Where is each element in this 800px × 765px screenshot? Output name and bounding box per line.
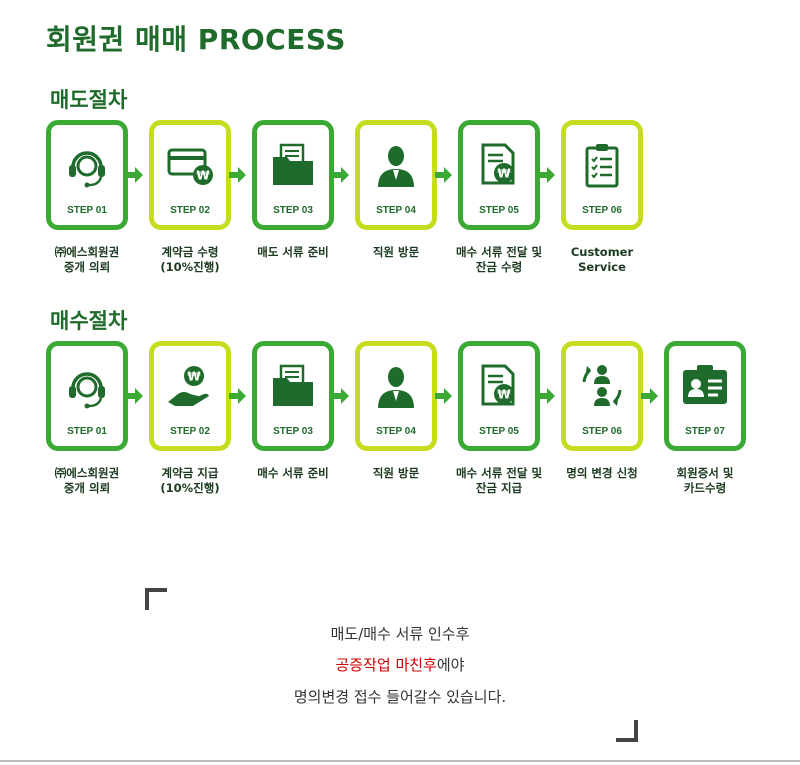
buy-step-card-1: STEP 01	[46, 341, 128, 451]
step-number: STEP 06	[582, 205, 622, 216]
buy-step-card-3: STEP 03	[252, 341, 334, 451]
page-title: 회원권 매매 PROCESS	[46, 23, 346, 56]
folder-documents-icon	[269, 362, 317, 410]
sell-step-label-6: Customer Service	[570, 245, 634, 274]
sell-step-label-2: 계약금 수령 (10%진행)	[160, 245, 220, 274]
step-number: STEP 05	[479, 205, 519, 216]
buy-step-label-5: 매수 서류 전달 및 잔금 지급	[455, 466, 543, 495]
corner-bracket-top-left	[145, 588, 167, 610]
notice-line-3: 명의변경 접수 들어갈수 있습니다.	[293, 688, 507, 706]
bottom-divider	[0, 760, 800, 762]
step-number: STEP 03	[273, 426, 313, 437]
notice-line-1: 매도/매수 서류 인수후	[330, 625, 470, 643]
sell-step-label-3: 매도 서류 준비	[257, 245, 329, 259]
buy-step-card-6: STEP 06	[561, 341, 643, 451]
step-number: STEP 05	[479, 426, 519, 437]
arrow-right-icon	[433, 165, 453, 185]
buy-step-card-2: ₩ STEP 02	[149, 341, 231, 451]
arrow-right-icon	[639, 386, 659, 406]
step-number: STEP 01	[67, 205, 107, 216]
step-number: STEP 03	[273, 205, 313, 216]
sell-step-card-2: ₩ STEP 02	[149, 120, 231, 230]
sell-step-label-4: 직원 방문	[372, 245, 420, 259]
notice-line-2: 공증작업 마친후에야	[0, 654, 800, 675]
sell-step-card-4: STEP 04	[355, 120, 437, 230]
staff-person-icon	[372, 141, 420, 189]
buy-step-label-2: 계약금 지급 (10%진행)	[160, 466, 220, 495]
step-number: STEP 04	[376, 426, 416, 437]
arrow-right-icon	[227, 386, 247, 406]
hand-coin-icon: ₩	[166, 362, 214, 410]
arrow-right-icon	[536, 165, 556, 185]
arrow-right-icon	[330, 386, 350, 406]
corner-bracket-bottom-right	[616, 720, 638, 742]
people-exchange-icon	[578, 362, 626, 410]
buy-step-card-5: ₩ STEP 05	[458, 341, 540, 451]
step-number: STEP 06	[582, 426, 622, 437]
arrow-right-icon	[330, 165, 350, 185]
headset-icon	[63, 141, 111, 189]
svg-text:₩: ₩	[497, 388, 511, 402]
buy-step-label-4: 직원 방문	[372, 466, 420, 480]
step-number: STEP 02	[170, 205, 210, 216]
sell-section-heading: 매도절차	[50, 88, 128, 112]
arrow-right-icon	[536, 386, 556, 406]
arrow-right-icon	[227, 165, 247, 185]
buy-section-heading: 매수절차	[50, 309, 128, 333]
sell-step-card-3: STEP 03	[252, 120, 334, 230]
step-number: STEP 07	[685, 426, 725, 437]
buy-step-card-4: STEP 04	[355, 341, 437, 451]
buy-step-card-7: STEP 07	[664, 341, 746, 451]
buy-step-label-1: ㈜에스회원권 중개 의뢰	[54, 466, 120, 495]
document-won-icon: ₩	[475, 141, 523, 189]
sell-step-card-6: STEP 06	[561, 120, 643, 230]
checklist-clipboard-icon	[578, 141, 626, 189]
staff-person-icon	[372, 362, 420, 410]
headset-icon	[63, 362, 111, 410]
svg-text:₩: ₩	[187, 370, 201, 384]
svg-text:₩: ₩	[497, 167, 511, 181]
member-card-icon	[681, 362, 729, 410]
sell-step-card-1: STEP 01	[46, 120, 128, 230]
step-number: STEP 02	[170, 426, 210, 437]
buy-step-label-7: 회원증서 및 카드수령	[676, 466, 734, 495]
buy-step-label-3: 매수 서류 준비	[257, 466, 329, 480]
arrow-right-icon	[124, 165, 144, 185]
sell-step-card-5: ₩ STEP 05	[458, 120, 540, 230]
svg-text:₩: ₩	[196, 169, 210, 183]
folder-documents-icon	[269, 141, 317, 189]
document-won-icon: ₩	[475, 362, 523, 410]
notice-highlight: 공증작업 마친후	[335, 656, 437, 674]
step-number: STEP 01	[67, 426, 107, 437]
buy-step-label-6: 명의 변경 신청	[566, 466, 638, 480]
arrow-right-icon	[433, 386, 453, 406]
step-number: STEP 04	[376, 205, 416, 216]
card-won-icon: ₩	[166, 141, 214, 189]
sell-step-label-5: 매수 서류 전달 및 잔금 수령	[455, 245, 543, 274]
notice-line-2-rest: 에야	[436, 656, 465, 674]
sell-step-label-1: ㈜에스회원권 중개 의뢰	[54, 245, 120, 274]
arrow-right-icon	[124, 386, 144, 406]
